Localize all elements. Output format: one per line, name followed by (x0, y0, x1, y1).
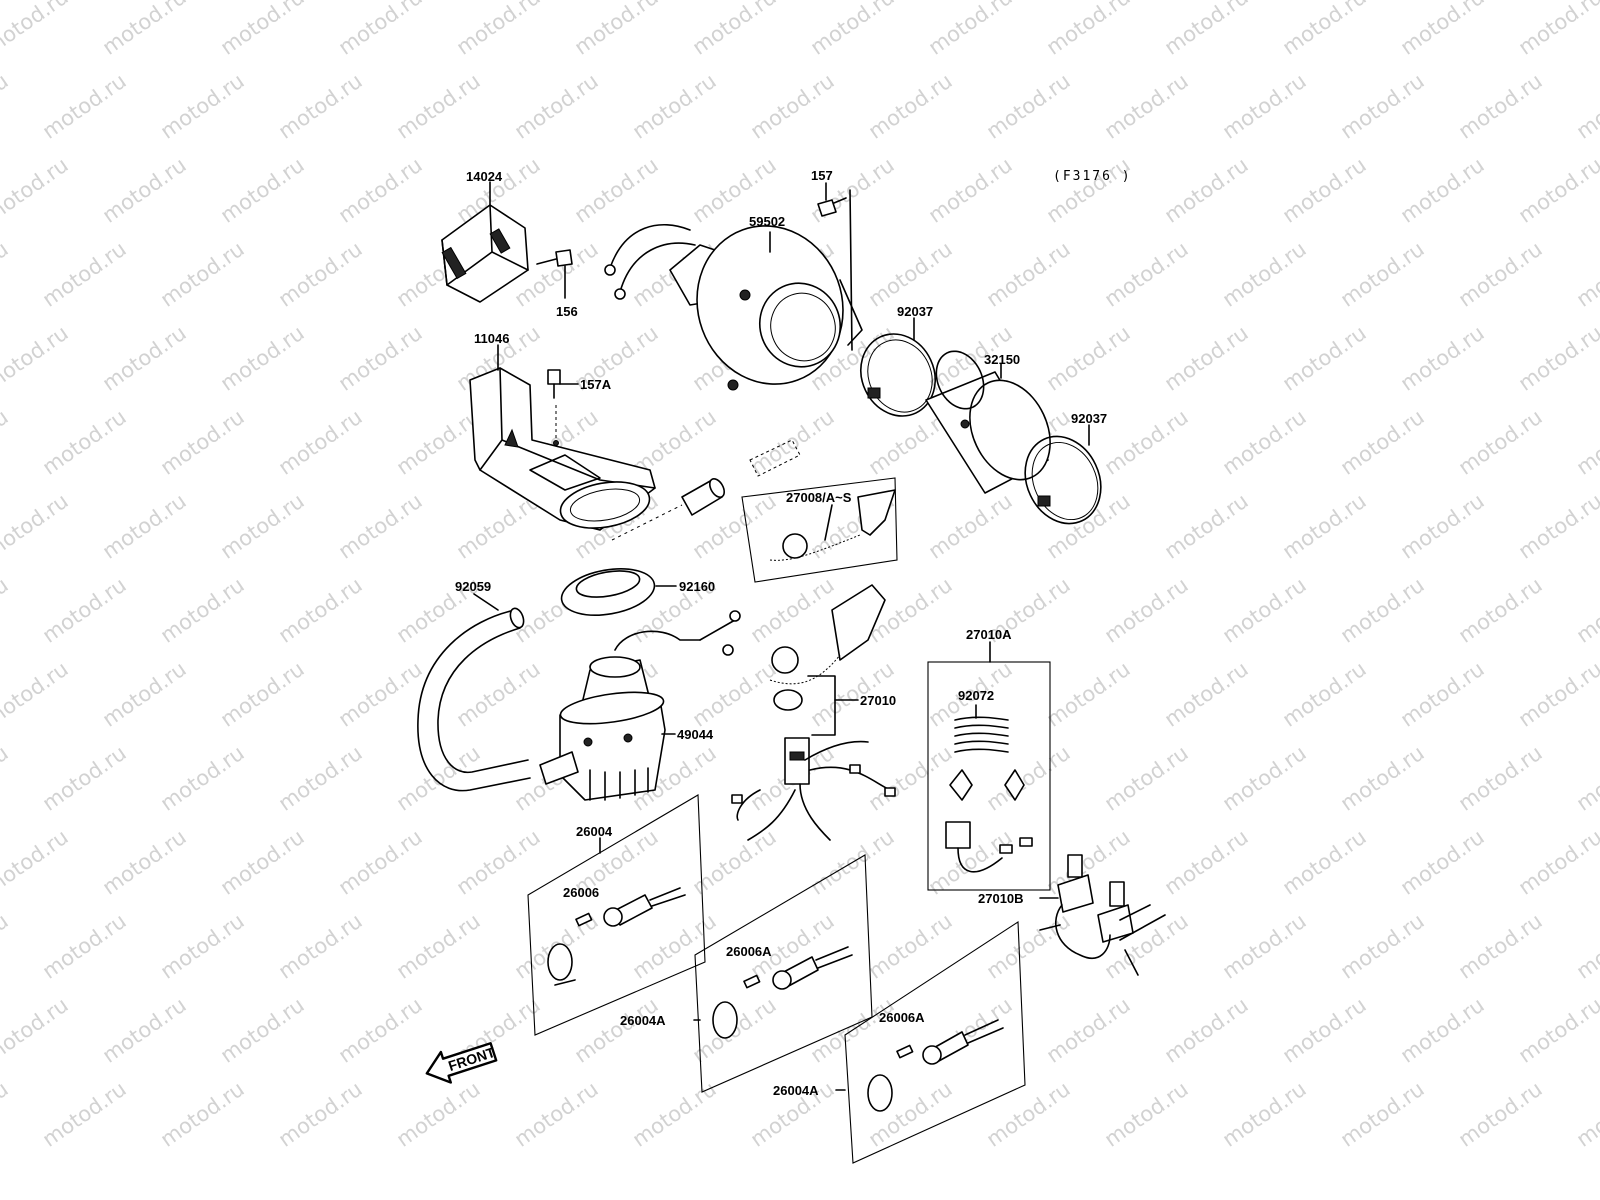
figure-reference-code: (F3176 ) (1053, 169, 1132, 184)
label-27010A: 27010A (966, 627, 1012, 642)
switch-part-27010B (1039, 854, 1166, 976)
label-157: 157 (811, 168, 833, 183)
label-49044: 49044 (677, 727, 714, 742)
label-59502: 59502 (749, 214, 785, 229)
switch-panel-box-26004A-lower (835, 921, 1026, 1164)
cover-part-14024 (441, 181, 529, 303)
label-92072: 92072 (958, 688, 994, 703)
label-27010B: 27010B (978, 891, 1024, 906)
label-26004A-upper: 26004A (620, 1013, 666, 1028)
pump-part-49044 (539, 610, 741, 801)
label-27010: 27010 (860, 693, 896, 708)
label-26006A-upper: 26006A (726, 944, 772, 959)
seal-part-92160 (560, 568, 677, 616)
clamp-part-92037-upper (860, 317, 936, 417)
duct-part-32150 (925, 350, 1051, 494)
bolt-part-157A (547, 369, 579, 446)
switch-panel-box-26004 (527, 794, 706, 1036)
label-14024: 14024 (466, 169, 503, 184)
label-26006: 26006 (563, 885, 599, 900)
blower-part-59502 (604, 223, 863, 391)
label-92037-lower: 92037 (1071, 411, 1107, 426)
label-156: 156 (556, 304, 578, 319)
bolt-part-157 (817, 182, 853, 351)
label-92037-upper: 92037 (897, 304, 933, 319)
front-arrow-icon: FRONT (425, 1042, 497, 1084)
label-92160: 92160 (679, 579, 715, 594)
label-11046: 11046 (474, 331, 509, 346)
switch-panel-box-26004A-upper (693, 854, 873, 1093)
label-27008: 27008/A~S (786, 490, 852, 505)
stop-switch-part-27010 (731, 584, 896, 841)
bracket-part-11046 (469, 344, 656, 531)
hose-piece-short (611, 439, 801, 541)
lanyard-group-box-27008 (741, 477, 898, 583)
label-26006A-lower: 26006A (879, 1010, 925, 1025)
bolt-part-156 (536, 249, 573, 299)
label-157A: 157A (580, 377, 612, 392)
switch-kit-box-27010A (927, 641, 1051, 891)
label-32150: 32150 (984, 352, 1020, 367)
label-26004: 26004 (576, 824, 613, 839)
clamp-part-92037-lower (1024, 424, 1102, 525)
hose-part-92059 (417, 593, 531, 792)
label-26004A-lower: 26004A (773, 1083, 819, 1098)
label-92059: 92059 (455, 579, 491, 594)
